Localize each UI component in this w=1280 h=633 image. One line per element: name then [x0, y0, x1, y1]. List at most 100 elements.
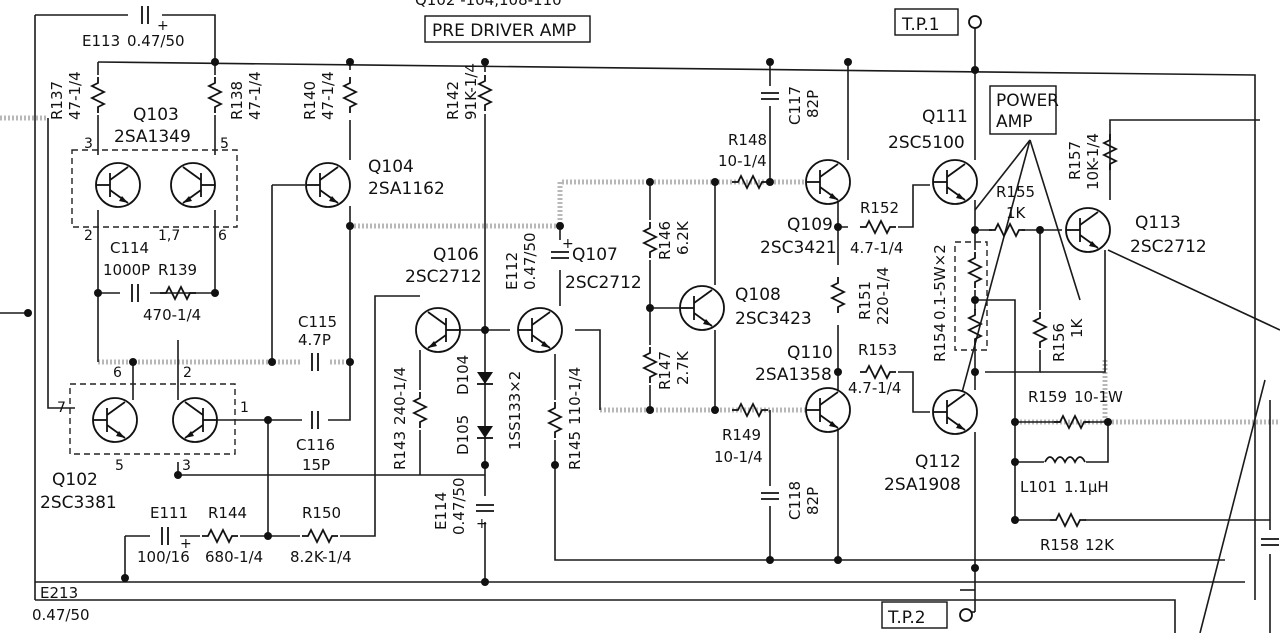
r159-ref: R159 [1028, 388, 1067, 406]
r151-value: 220-1/4 [874, 267, 892, 325]
q109-type: 2SC3421 [760, 238, 837, 258]
e113-ref: E113 [82, 32, 120, 50]
r154a-resistor-icon [968, 251, 982, 289]
r147-resistor-icon [643, 346, 657, 384]
q112-ref: Q112 [915, 452, 961, 472]
q109-ref: Q109 [787, 215, 833, 235]
r155-ref: R155 [996, 183, 1035, 201]
r139-resistor-icon [159, 286, 197, 300]
r138-ref: R138 [228, 81, 246, 120]
r158-ref: R158 [1040, 536, 1079, 554]
q111-type: 2SC5100 [888, 133, 965, 153]
e112-value: 0.47/50 [521, 232, 539, 290]
e111-value: 100/16 [137, 548, 190, 566]
e113-value: 0.47/50 [127, 32, 185, 50]
q109-transistor-icon [805, 159, 851, 205]
block-label: PRE DRIVER AMP [432, 21, 576, 41]
c117-ref: C117 [786, 86, 804, 125]
r146-value: 6.2K [674, 220, 692, 255]
e112-ref: E112 [503, 252, 521, 290]
power-amp-box [989, 85, 1057, 135]
q108-type: 2SC3423 [735, 309, 812, 329]
power-amp-label-line1: POWER [996, 91, 1059, 111]
r137-value: 47-1/4 [66, 71, 84, 120]
r138-resistor-icon [208, 76, 222, 114]
r149-value: 10-1/4 [714, 448, 763, 466]
r143-value: 240-1/4 [391, 367, 409, 425]
d104-diode-icon [476, 371, 494, 385]
power-amp-label-line2: AMP [996, 112, 1033, 132]
q113-type: 2SC2712 [1130, 237, 1207, 257]
r152-value: 4.7-1/4 [850, 239, 903, 257]
q104-transistor-icon [305, 162, 351, 208]
r150-ref: R150 [302, 504, 341, 522]
q103-type: 2SA1349 [114, 127, 191, 147]
q103a-transistor-icon [95, 162, 141, 208]
r155-value: 1K [1006, 204, 1027, 222]
r145-ref: R145 [566, 431, 584, 470]
r144-value: 680-1/4 [205, 548, 263, 566]
r140-ref: R140 [301, 81, 319, 120]
svg-text:7: 7 [57, 400, 66, 416]
c118-ref: C118 [786, 481, 804, 520]
e114-ref: E114 [432, 492, 450, 530]
svg-text:2: 2 [84, 228, 93, 244]
q113-ref: Q113 [1135, 213, 1181, 233]
c116-value: 15P [302, 456, 330, 474]
q103-ref: Q103 [133, 105, 179, 125]
r152-ref: R152 [860, 199, 899, 217]
r154-pair-outline [954, 241, 988, 351]
svg-text:2: 2 [183, 365, 192, 381]
q112-type: 2SA1908 [884, 475, 961, 495]
r145-value: 110-1/4 [566, 367, 584, 425]
r146-ref: R146 [656, 221, 674, 260]
e213-ref: E213 [40, 584, 78, 602]
q106-type: 2SC2712 [405, 267, 482, 287]
r147-value: 2.7K [674, 350, 692, 385]
tp1-test-point-icon [968, 15, 982, 29]
r157-resistor-icon [1103, 133, 1117, 171]
r140-resistor-icon [343, 76, 357, 114]
r153-resistor-icon [859, 365, 897, 379]
r147-ref: R147 [656, 351, 674, 390]
e213-value: 0.47/50 [32, 606, 90, 624]
q102-type: 2SC3381 [40, 493, 117, 513]
q113-transistor-icon [1065, 207, 1111, 253]
q102-pair-outline [69, 383, 236, 455]
svg-text:+: + [476, 516, 488, 532]
q106-transistor-icon [415, 307, 461, 353]
r156-value: 1K [1068, 317, 1086, 338]
q107-type: 2SC2712 [565, 273, 642, 293]
q102b-transistor-icon [172, 397, 218, 443]
wires [0, 14, 1280, 633]
svg-text:3: 3 [84, 136, 93, 152]
q102-ref: Q102 [52, 470, 98, 490]
tp1-label: T.P.1 [901, 15, 940, 35]
r156-resistor-icon [1033, 311, 1047, 349]
r157-value: 10K-1/4 [1084, 133, 1102, 190]
c117-value: 82P [804, 90, 822, 118]
r139-ref: R139 [158, 261, 197, 279]
l101-inductor-icon [1044, 454, 1086, 468]
c116-ref: C116 [296, 436, 335, 454]
r157-ref: R157 [1066, 141, 1084, 180]
e111-ref: E111 [150, 504, 188, 522]
r144-ref: R144 [208, 504, 247, 522]
capacitors [122, 5, 1280, 554]
q104-type: 2SA1162 [368, 179, 445, 199]
r148-ref: R148 [728, 131, 767, 149]
svg-text:6: 6 [218, 228, 227, 244]
r156-ref: R156 [1050, 323, 1068, 362]
r153-ref: R153 [858, 341, 897, 359]
q112-transistor-icon [932, 389, 978, 435]
diode-part-value: 1SS133×2 [506, 371, 524, 450]
c114-value: 1000P [103, 261, 150, 279]
svg-text:1,7: 1,7 [158, 228, 180, 244]
q111-ref: Q111 [922, 107, 968, 127]
svg-text:3: 3 [182, 458, 191, 474]
r137-ref: R137 [48, 81, 66, 120]
r143-resistor-icon [413, 391, 427, 429]
q106-ref: Q106 [433, 245, 479, 265]
r152-resistor-icon [859, 220, 897, 234]
q103-pair-outline [71, 149, 238, 228]
